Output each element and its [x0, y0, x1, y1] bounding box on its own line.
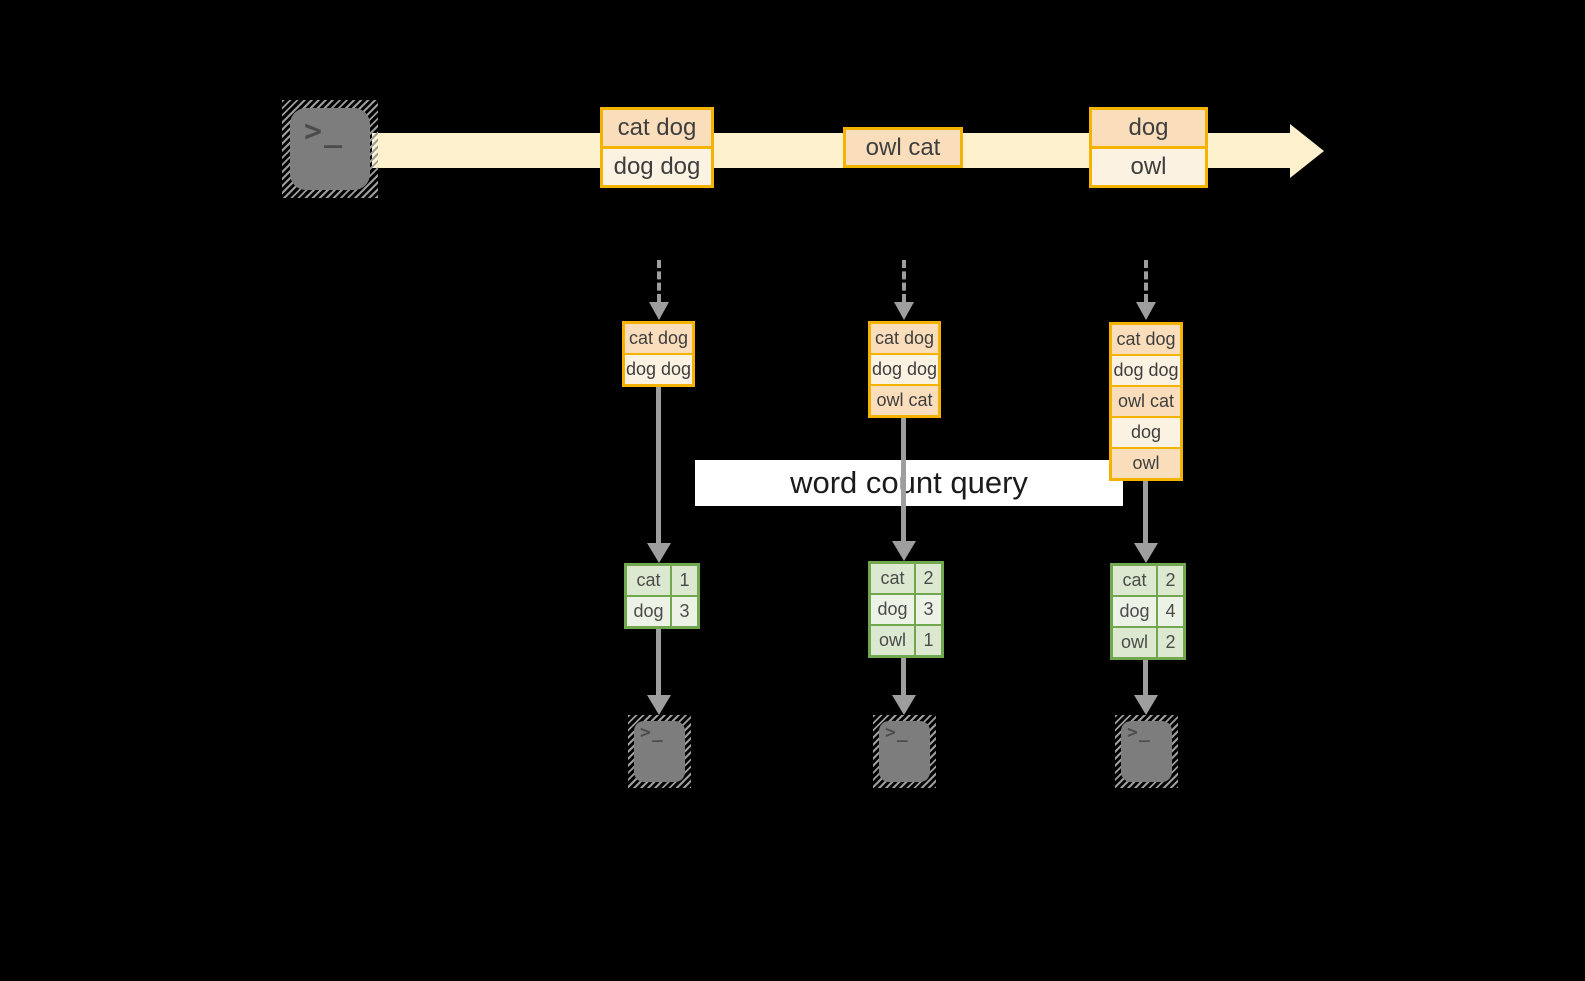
terminal-prompt-glyph: >_ — [885, 722, 909, 743]
down-arrowhead-icon — [1136, 302, 1156, 320]
terminal-icon: >_ — [1115, 715, 1178, 788]
count-cell: 2 — [916, 564, 941, 593]
count-cell: 2 — [1158, 566, 1183, 595]
event-buffer-stack: cat dog dog dog owl cat — [868, 321, 941, 418]
word-cell: dog — [1113, 597, 1156, 626]
buffer-cell: dog dog — [871, 355, 938, 384]
buffer-cell: dog dog — [1112, 356, 1180, 385]
down-arrowhead-icon — [649, 302, 669, 320]
word-cell: owl — [1113, 628, 1156, 657]
terminal-screen — [634, 721, 685, 782]
down-arrow — [656, 387, 661, 545]
terminal-screen — [879, 721, 930, 782]
word-count-table: cat 2 dog 4 owl 2 — [1110, 563, 1186, 660]
stream-event-cell: cat dog — [603, 110, 711, 146]
query-label: word count query — [695, 460, 1123, 506]
terminal-icon: >_ — [873, 715, 936, 788]
buffer-cell: owl cat — [1112, 387, 1180, 416]
dashed-down-arrow — [1144, 260, 1148, 302]
word-cell: cat — [1113, 566, 1156, 595]
count-cell: 1 — [672, 566, 697, 595]
stream-event-cell: dog dog — [603, 149, 711, 185]
buffer-cell: dog dog — [625, 355, 692, 384]
down-arrowhead-icon — [892, 695, 916, 715]
count-cell: 2 — [1158, 628, 1183, 657]
word-cell: owl — [871, 626, 914, 655]
buffer-cell: owl cat — [871, 386, 938, 415]
buffer-cell: dog — [1112, 418, 1180, 447]
terminal-prompt-glyph: >_ — [640, 722, 664, 743]
terminal-screen — [290, 108, 370, 190]
dashed-down-arrow — [902, 260, 906, 302]
count-cell: 1 — [916, 626, 941, 655]
down-arrow — [901, 418, 906, 543]
down-arrowhead-icon — [647, 695, 671, 715]
down-arrowhead-icon — [892, 541, 916, 561]
down-arrow — [1143, 481, 1148, 545]
dashed-down-arrow — [657, 260, 661, 302]
count-cell: 4 — [1158, 597, 1183, 626]
word-cell: cat — [871, 564, 914, 593]
event-buffer-stack: cat dog dog dog — [622, 321, 695, 387]
stream-event-cell: dog — [1092, 110, 1205, 146]
terminal-prompt-glyph: >_ — [1127, 722, 1151, 743]
down-arrowhead-icon — [894, 302, 914, 320]
event-buffer-stack: cat dog dog dog owl cat dog owl — [1109, 322, 1183, 481]
stream-event-cell: owl cat — [846, 130, 960, 165]
stream-event-cell: owl — [1092, 149, 1205, 185]
down-arrow — [901, 658, 906, 697]
terminal-prompt-glyph: >_ — [304, 114, 345, 149]
buffer-cell: cat dog — [871, 324, 938, 353]
buffer-cell: owl — [1112, 449, 1180, 478]
stream-event-box: dog owl — [1089, 107, 1208, 188]
buffer-cell: cat dog — [625, 324, 692, 353]
down-arrowhead-icon — [1134, 695, 1158, 715]
word-cell: cat — [627, 566, 670, 595]
buffer-cell: cat dog — [1112, 325, 1180, 354]
down-arrowhead-icon — [647, 543, 671, 563]
word-count-table: cat 1 dog 3 — [624, 563, 700, 629]
word-count-table: cat 2 dog 3 owl 1 — [868, 561, 944, 658]
down-arrowhead-icon — [1134, 543, 1158, 563]
down-arrow — [656, 629, 661, 697]
terminal-screen — [1121, 721, 1172, 782]
timeline-arrowhead-icon — [1290, 124, 1324, 178]
stream-event-box: owl cat — [843, 127, 963, 168]
count-cell: 3 — [672, 597, 697, 626]
down-arrow — [1143, 660, 1148, 697]
stream-event-box: cat dog dog dog — [600, 107, 714, 188]
terminal-icon: >_ — [282, 100, 378, 198]
terminal-icon: >_ — [628, 715, 691, 788]
word-cell: dog — [871, 595, 914, 624]
count-cell: 3 — [916, 595, 941, 624]
word-cell: dog — [627, 597, 670, 626]
